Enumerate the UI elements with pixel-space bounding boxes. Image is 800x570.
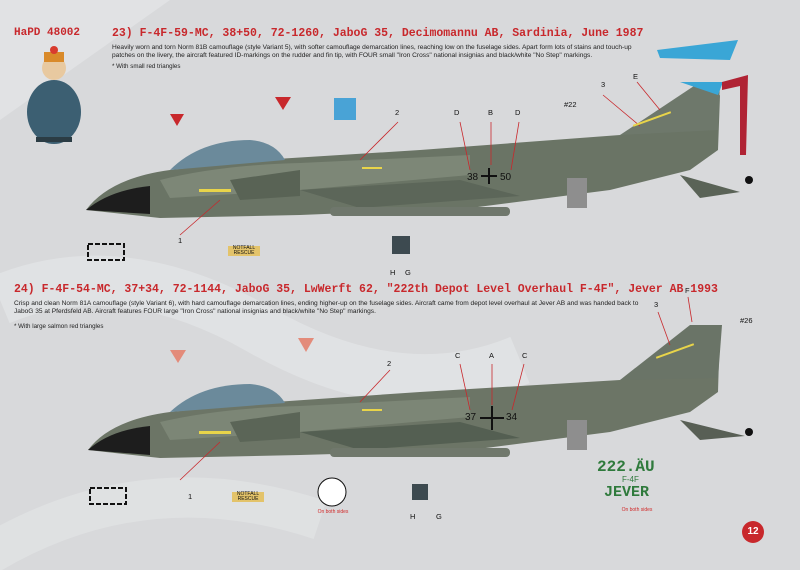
page-number: 12 bbox=[742, 521, 764, 543]
profile2-label-f: F bbox=[685, 286, 690, 295]
profile1-label-b: B bbox=[488, 108, 494, 117]
jever-marking-line1: 222.ÄU bbox=[597, 458, 655, 476]
profile2-label-a: A bbox=[489, 351, 495, 360]
iron-cross-marking bbox=[480, 406, 504, 430]
profile2-label-c-left: C bbox=[455, 351, 461, 360]
profile2-label-h: H bbox=[410, 512, 416, 521]
jever-marking-line2: F-4F bbox=[622, 475, 639, 484]
profile2-notfall-label: NOTFALL RESCUE bbox=[232, 492, 264, 502]
profile1-label-g: G bbox=[405, 268, 411, 277]
profile2-serial-right: 34 bbox=[506, 412, 518, 423]
profile1-label-3: 3 bbox=[601, 80, 606, 89]
profile2-label-g: G bbox=[436, 512, 442, 521]
profile1-label-d-left: D bbox=[454, 108, 460, 117]
profile2-tail-number: #26 bbox=[740, 316, 753, 325]
jever-marking-line3: JEVER bbox=[604, 484, 650, 501]
profile1-tail-number: #22 bbox=[564, 100, 577, 109]
profile1-title: 23) F-4F-59-MC, 38+50, 72-1260, JaboG 35… bbox=[112, 27, 644, 40]
profile1-label-2: 2 bbox=[395, 108, 400, 117]
badge-both-sides-note: On both sides bbox=[317, 509, 349, 515]
profile1-description: Heavily worn and torn Norm 81B camouflag… bbox=[112, 44, 632, 60]
profile2-description: Crisp and clean Norm 81A camouflage (sty… bbox=[14, 300, 639, 316]
profile1-label-1: 1 bbox=[178, 236, 183, 245]
mascot-figure-shape bbox=[27, 46, 81, 144]
profile1-label-e: E bbox=[633, 72, 639, 81]
profile2-title: 24) F-4F-54-MC, 37+34, 72-1144, JaboG 35… bbox=[14, 283, 718, 296]
profile2-label-1: 1 bbox=[188, 492, 193, 501]
jever-both-sides-note: On both sides bbox=[621, 507, 653, 513]
profile1-notfall-label: NOTFALL RESCUE bbox=[228, 246, 260, 256]
profile1-serial-left: 38 bbox=[467, 172, 479, 183]
profile1-label-h: H bbox=[390, 268, 396, 277]
profile2-note: * With large salmon red triangles bbox=[14, 323, 104, 330]
profile1-note: * With small red triangles bbox=[112, 63, 181, 70]
profile2-label-3: 3 bbox=[654, 300, 659, 309]
iron-cross-marking bbox=[481, 168, 497, 184]
profile2-label-2: 2 bbox=[387, 359, 392, 368]
profile1-serial-right: 50 bbox=[500, 172, 512, 183]
product-code: HaPD 48002 bbox=[14, 27, 81, 39]
profile2-serial-left: 37 bbox=[465, 412, 477, 423]
profile2-label-c-right: C bbox=[522, 351, 528, 360]
profile1-label-d-right: D bbox=[515, 108, 521, 117]
